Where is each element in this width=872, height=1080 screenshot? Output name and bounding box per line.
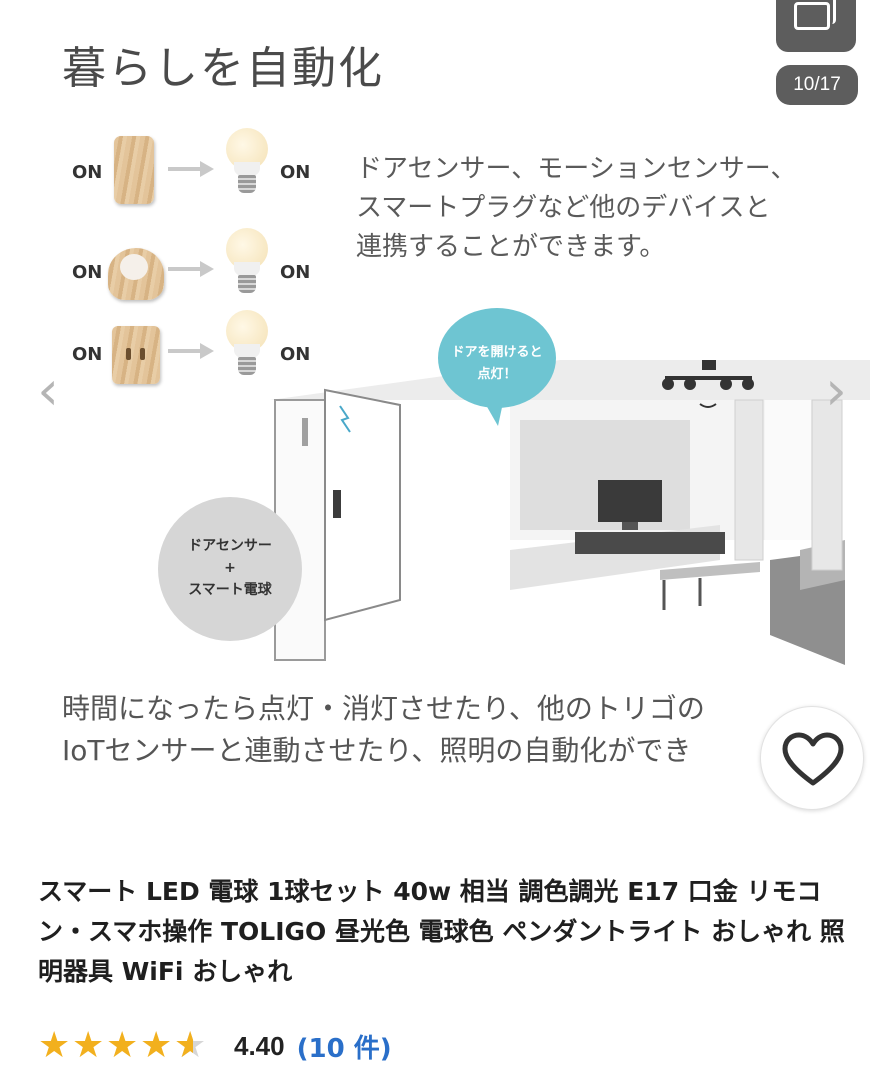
caption-line: IoTセンサーと連動させたり、照明の自動化ができ xyxy=(62,734,692,767)
arrow-right-icon xyxy=(168,161,214,177)
gallery-button[interactable] xyxy=(776,0,856,52)
image-description: ドアセンサー、モーションセンサー、 スマートプラグなど他のデバイスと 連携するこ… xyxy=(356,150,856,267)
flow-door-sensor: ON ON xyxy=(68,128,328,212)
gallery-icon xyxy=(800,0,836,24)
flow-on-label: ON xyxy=(280,262,311,283)
light-bulb-icon xyxy=(226,228,268,298)
star-icon: ★ xyxy=(72,1025,105,1066)
combo-badge: ドアセンサー + スマート電球 xyxy=(158,497,302,641)
badge-line: スマート電球 xyxy=(188,582,272,598)
light-bulb-icon xyxy=(226,310,268,380)
chevron-left-icon[interactable]: ‹ xyxy=(37,359,59,422)
speech-bubble: ドアを開けると 点灯！ xyxy=(438,308,556,426)
badge-line: ドアセンサー xyxy=(188,538,272,554)
flow-smart-plug: ON ON xyxy=(68,310,328,394)
arrow-right-icon xyxy=(168,343,214,359)
product-title: スマート LED 電球 1球セット 40w 相当 調色調光 E17 口金 リモコ… xyxy=(38,877,845,986)
review-count-link[interactable]: (10 件) xyxy=(296,1033,392,1064)
motion-sensor-icon xyxy=(108,248,164,300)
flow-on-label: ON xyxy=(280,162,311,183)
star-icon: ★ xyxy=(106,1025,139,1066)
bubble-line: 点灯！ xyxy=(477,367,517,382)
heart-icon xyxy=(782,732,844,786)
gallery-icon xyxy=(794,2,830,30)
flow-on-label: ON xyxy=(280,344,311,365)
product-image[interactable]: 暮らしを自動化 ドアセンサー、モーションセンサー、 スマートプラグなど他のデバイ… xyxy=(0,0,872,845)
arrow-right-icon xyxy=(168,261,214,277)
flow-on-label: ON xyxy=(72,344,103,365)
light-bulb-icon xyxy=(226,128,268,198)
flow-on-label: ON xyxy=(72,262,103,283)
image-caption: 時間になったら点灯・消灯させたり、他のトリゴの IoTセンサーと連動させたり、照… xyxy=(62,688,822,772)
room-illustration xyxy=(270,360,870,665)
favorite-button[interactable] xyxy=(760,706,864,810)
rating-value: 4.40 xyxy=(234,1030,285,1061)
image-heading: 暮らしを自動化 xyxy=(62,43,384,94)
flow-motion-sensor: ON ON xyxy=(68,228,328,312)
description-line: 連携することができます。 xyxy=(356,232,666,262)
rating-row[interactable]: ★★★★★ 4.40 (10 件) xyxy=(38,1025,392,1067)
image-counter: 10/17 xyxy=(776,65,858,105)
star-icon: ★ xyxy=(140,1025,173,1066)
rating-stars: ★★★★★ xyxy=(38,1025,208,1067)
door-sensor-icon xyxy=(114,136,154,204)
flow-on-label: ON xyxy=(72,162,103,183)
description-line: スマートプラグなど他のデバイスと xyxy=(356,193,771,223)
description-line: ドアセンサー、モーションセンサー、 xyxy=(356,154,797,184)
chevron-right-icon[interactable]: › xyxy=(825,359,847,422)
star-icon: ★ xyxy=(38,1025,71,1066)
smart-plug-icon xyxy=(112,326,160,384)
bubble-line: ドアを開けると xyxy=(451,345,543,360)
star-icon: ★ xyxy=(174,1026,208,1067)
caption-line: 時間になったら点灯・消灯させたり、他のトリゴの xyxy=(62,692,705,725)
badge-line: + xyxy=(224,560,236,576)
